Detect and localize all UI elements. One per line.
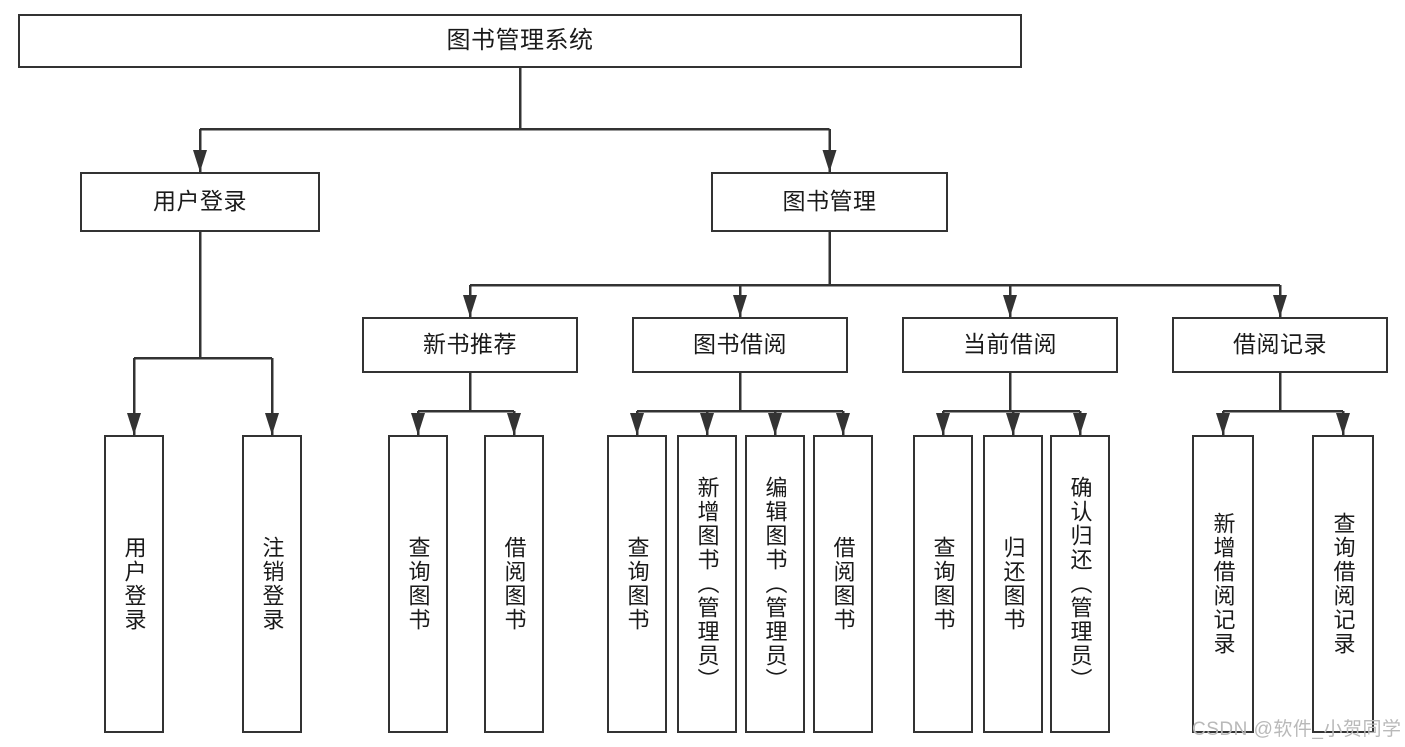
connector-arrowhead (768, 413, 782, 435)
node-label: 借阅图书 (830, 536, 856, 632)
node-label: 图书管理 (782, 188, 877, 215)
connector-arrowhead (193, 150, 207, 172)
node-leaf-confirm-ret[interactable]: 确认归还（管理员） (1050, 435, 1110, 733)
node-label: 确认归还（管理员） (1067, 476, 1093, 692)
node-borrow-record[interactable]: 借阅记录 (1172, 317, 1388, 373)
node-leaf-add-book[interactable]: 新增图书（管理员） (677, 435, 737, 733)
node-new-book-rec[interactable]: 新书推荐 (362, 317, 578, 373)
node-label: 借阅图书 (501, 536, 527, 632)
connector-arrowhead (1273, 295, 1287, 317)
connector-arrowhead (507, 413, 521, 435)
connector-arrowhead (1073, 413, 1087, 435)
node-leaf-query-record[interactable]: 查询借阅记录 (1312, 435, 1374, 733)
node-label: 注销登录 (259, 536, 285, 632)
node-user-login[interactable]: 用户登录 (80, 172, 320, 232)
node-leaf-user-login[interactable]: 用户登录 (104, 435, 164, 733)
node-leaf-borrow-book-1[interactable]: 借阅图书 (484, 435, 544, 733)
node-label: 新增借阅记录 (1210, 512, 1236, 656)
connector-arrowhead (1006, 413, 1020, 435)
connector-arrowhead (265, 413, 279, 435)
node-leaf-query-book-1[interactable]: 查询图书 (388, 435, 448, 733)
node-label: 新书推荐 (423, 331, 517, 358)
node-leaf-borrow-book-2[interactable]: 借阅图书 (813, 435, 873, 733)
node-label: 用户登录 (121, 536, 147, 632)
connector-arrowhead (1003, 295, 1017, 317)
node-label: 借阅记录 (1233, 331, 1327, 358)
connector-arrowhead (936, 413, 950, 435)
node-label: 查询图书 (405, 536, 431, 632)
node-leaf-user-logout[interactable]: 注销登录 (242, 435, 302, 733)
connector-arrowhead (822, 150, 837, 172)
node-label: 查询图书 (930, 536, 956, 632)
node-leaf-edit-book[interactable]: 编辑图书（管理员） (745, 435, 805, 733)
node-book-borrow[interactable]: 图书借阅 (632, 317, 848, 373)
connector-arrowhead (700, 413, 714, 435)
connector-arrowhead (1216, 413, 1230, 435)
node-label: 图书管理系统 (446, 26, 594, 54)
node-label: 查询借阅记录 (1330, 512, 1356, 656)
node-label: 图书借阅 (693, 331, 787, 358)
connector-arrowhead (733, 295, 747, 317)
connector-arrowhead (1336, 413, 1350, 435)
connector-arrowhead (836, 413, 850, 435)
node-leaf-return-book[interactable]: 归还图书 (983, 435, 1043, 733)
connector-arrowhead (630, 413, 644, 435)
connector-arrowhead (127, 413, 141, 435)
node-label: 编辑图书（管理员） (762, 476, 788, 692)
node-leaf-add-record[interactable]: 新增借阅记录 (1192, 435, 1254, 733)
node-label: 归还图书 (1000, 536, 1026, 632)
watermark-text: CSDN @软件_小贺同学 (1192, 719, 1402, 740)
connector-arrowhead (411, 413, 425, 435)
node-leaf-query-book-2[interactable]: 查询图书 (607, 435, 667, 733)
node-current-borrow[interactable]: 当前借阅 (902, 317, 1118, 373)
node-leaf-query-book-3[interactable]: 查询图书 (913, 435, 973, 733)
node-label: 用户登录 (153, 188, 247, 215)
node-root[interactable]: 图书管理系统 (18, 14, 1022, 68)
node-book-manage[interactable]: 图书管理 (711, 172, 948, 232)
node-label: 新增图书（管理员） (694, 476, 720, 692)
connector-arrowhead (463, 295, 477, 317)
node-label: 当前借阅 (963, 331, 1057, 358)
node-label: 查询图书 (624, 536, 650, 632)
